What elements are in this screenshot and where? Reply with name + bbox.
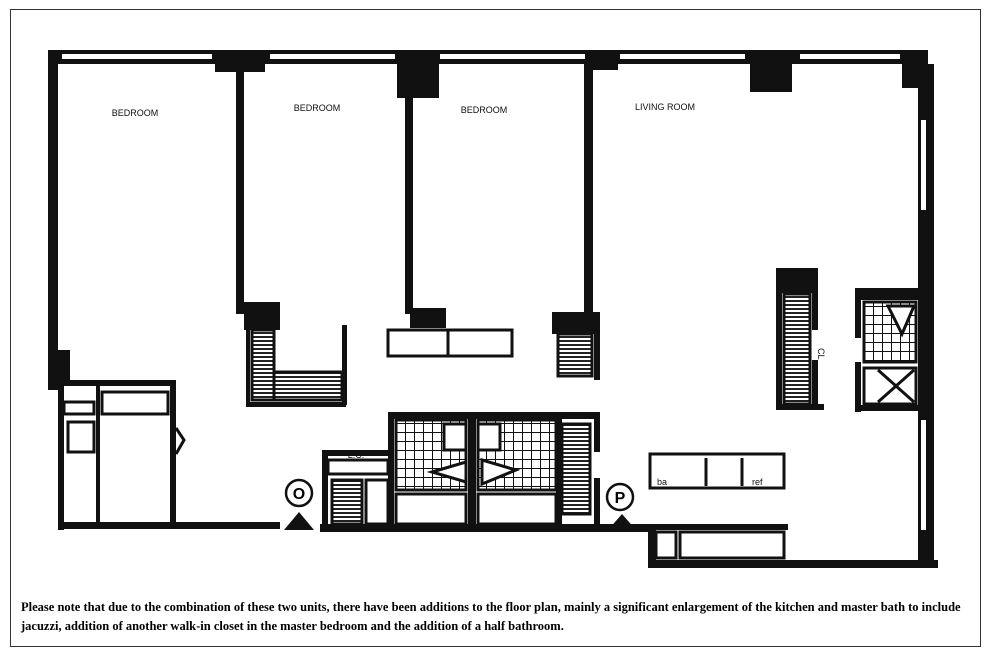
fixtures: [62, 292, 918, 560]
room-label-bedroom-1: BEDROOM: [112, 108, 159, 118]
floor-plan-note: Please note that due to the combination …: [21, 600, 961, 633]
marker-o-label: O: [293, 486, 305, 503]
unit-marker-p: P: [605, 482, 636, 530]
dishwasher-label: ba: [657, 477, 667, 487]
walls: [48, 50, 938, 568]
linen-closet-label: L.C.: [348, 450, 365, 460]
closet-label: CL: [816, 348, 826, 360]
refrigerator-label: ref: [752, 477, 763, 487]
room-label-bedroom-2: BEDROOM: [294, 103, 341, 113]
image-frame: [10, 9, 981, 647]
unit-marker-o: O: [284, 478, 314, 530]
room-label-living-room: LIVING ROOM: [635, 102, 695, 112]
room-label-bedroom-3: BEDROOM: [461, 105, 508, 115]
marker-p-label: P: [615, 490, 626, 507]
